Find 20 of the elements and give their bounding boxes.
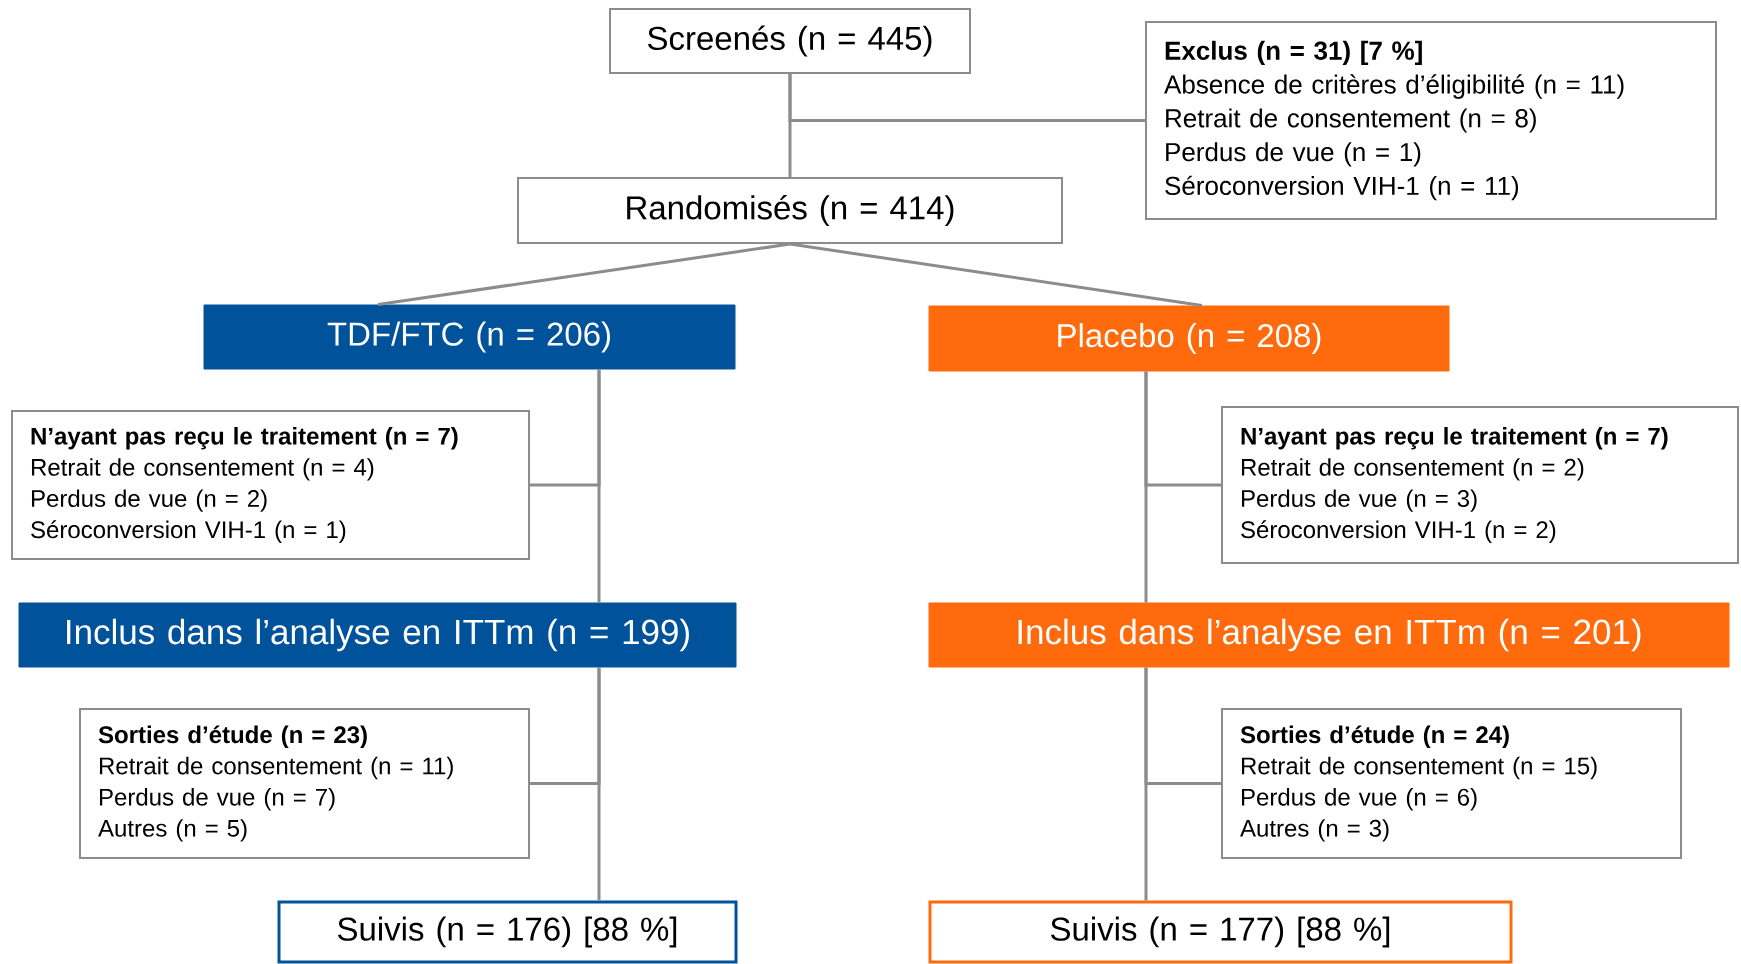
connector-line [789, 242, 1203, 307]
arm-box: TDF/FTC (n = 206) [203, 304, 736, 370]
connector-line [597, 369, 601, 603]
flow-box: Randomisés (n = 414) [517, 177, 1063, 244]
exclusion-box: N’ayant pas reçu le traitement (n = 7) Retrait de consentement (n = 2) Perdus de vue (n = 3) Séroconversion VIH-1 (n = 2) [1221, 406, 1739, 564]
exclusion-box: Sorties d’étude (n = 24) Retrait de consentement (n = 15) Perdus de vue (n = 6) Autres (n = 3) [1221, 708, 1682, 859]
connector-line [788, 74, 792, 177]
connector-line [377, 242, 791, 306]
flow-box: Suivis (n = 177) [88 %] [928, 900, 1513, 964]
connector-line [1144, 667, 1148, 901]
exclusion-box: Exclus (n = 31) [7 %] Absence de critères d’éligibilité (n = 11) Retrait de consentement (n = 8) Perdus de vue (n = 1) Séroconversion VIH-1 (n = 11) [1145, 21, 1717, 220]
arm-box: Inclus dans l’analyse en ITTm (n = 199) [18, 602, 737, 668]
flow-box: Suivis (n = 176) [88 %] [277, 900, 738, 964]
connector-line [597, 667, 601, 901]
connector-line [1144, 371, 1148, 603]
exclusion-box: N’ayant pas reçu le traitement (n = 7) Retrait de consentement (n = 4) Perdus de vue (n = 2) Séroconversion VIH-1 (n = 1) [11, 410, 530, 560]
arm-box: Placebo (n = 208) [928, 305, 1450, 372]
arm-box: Inclus dans l’analyse en ITTm (n = 201) [928, 602, 1730, 668]
exclusion-box: Sorties d’étude (n = 23) Retrait de consentement (n = 11) Perdus de vue (n = 7) Autres (n = 5) [79, 708, 530, 859]
flow-box: Screenés (n = 445) [609, 8, 971, 74]
